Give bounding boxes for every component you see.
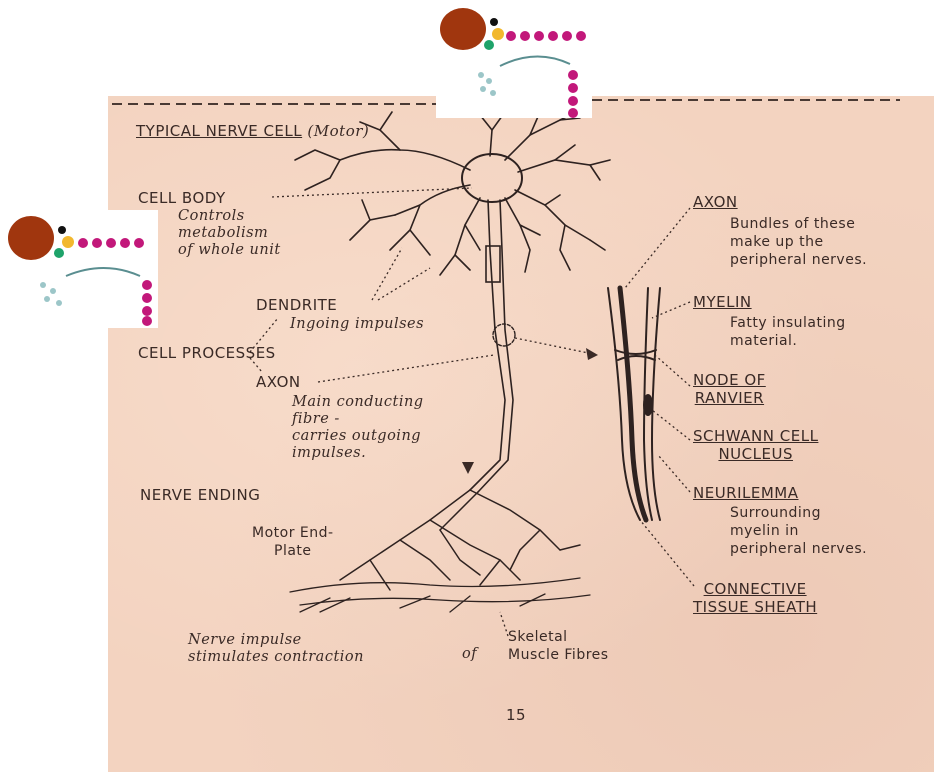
cell-body — [462, 154, 522, 202]
page-number: 15 — [506, 706, 526, 724]
leader-neurilemma — [658, 455, 690, 492]
nerve-ending — [340, 490, 580, 590]
neurilemma-desc: Surrounding myelin in peripheral nerves. — [730, 504, 867, 558]
leader-node — [656, 356, 690, 386]
nerve-impulse-text: Nerve impulse stimulates contraction — [188, 632, 364, 666]
leader-schwann — [652, 410, 690, 440]
cell-body-desc: Controls metabolism of whole unit — [178, 208, 281, 259]
axon-desc-left: Main conducting fibre - carries outgoing… — [292, 394, 424, 462]
label-axon-left: AXON — [256, 373, 301, 391]
label-neurilemma: NEURILEMMA — [693, 484, 799, 502]
curved-arrow-icon — [0, 210, 158, 328]
leader-connective — [640, 520, 694, 586]
label-axon-right: AXON — [693, 193, 738, 211]
of-text: of — [462, 646, 477, 663]
curved-arrow-icon — [436, 0, 592, 118]
label-connective-tissue: CONNECTIVE TISSUE SHEATH — [693, 580, 817, 616]
label-schwann-nucleus: SCHWANN CELL NUCLEUS — [693, 427, 818, 463]
label-node-ranvier: NODE OF RANVIER — [693, 371, 766, 407]
label-myelin: MYELIN — [693, 293, 752, 311]
label-cell-body: CELL BODY — [138, 189, 226, 207]
leader-dendrite-2 — [378, 268, 430, 300]
title-suffix: (Motor) — [307, 122, 369, 140]
dendrite-desc: Ingoing impulses — [290, 316, 424, 333]
title-text: TYPICAL NERVE CELL — [136, 122, 302, 140]
leader-skeletal — [500, 612, 508, 636]
leader-dendrite-1 — [372, 248, 402, 300]
arrow-magnifier — [586, 348, 598, 360]
axon-desc-right: Bundles of these make up the peripheral … — [730, 215, 867, 269]
motor-end-plate: Motor End- Plate — [252, 524, 334, 560]
leader-magnifier — [515, 338, 598, 355]
skeletal-muscle-text: Skeletal Muscle Fibres — [508, 628, 609, 664]
arrow-axon-down — [462, 462, 474, 474]
muscle-fibres — [290, 578, 590, 612]
leader-axon-right — [625, 208, 690, 288]
molecule-decoration-top — [436, 0, 592, 118]
myelin-desc: Fatty insulating material. — [730, 314, 846, 350]
axon-detail — [608, 288, 660, 520]
leader-axon-left — [318, 355, 494, 382]
label-nerve-ending: NERVE ENDING — [140, 486, 260, 504]
molecule-decoration-left — [0, 210, 158, 328]
diagram-title: TYPICAL NERVE CELL (Motor) — [136, 122, 369, 140]
label-dendrite: DENDRITE — [256, 296, 337, 314]
label-cell-processes: CELL PROCESSES — [138, 344, 276, 362]
